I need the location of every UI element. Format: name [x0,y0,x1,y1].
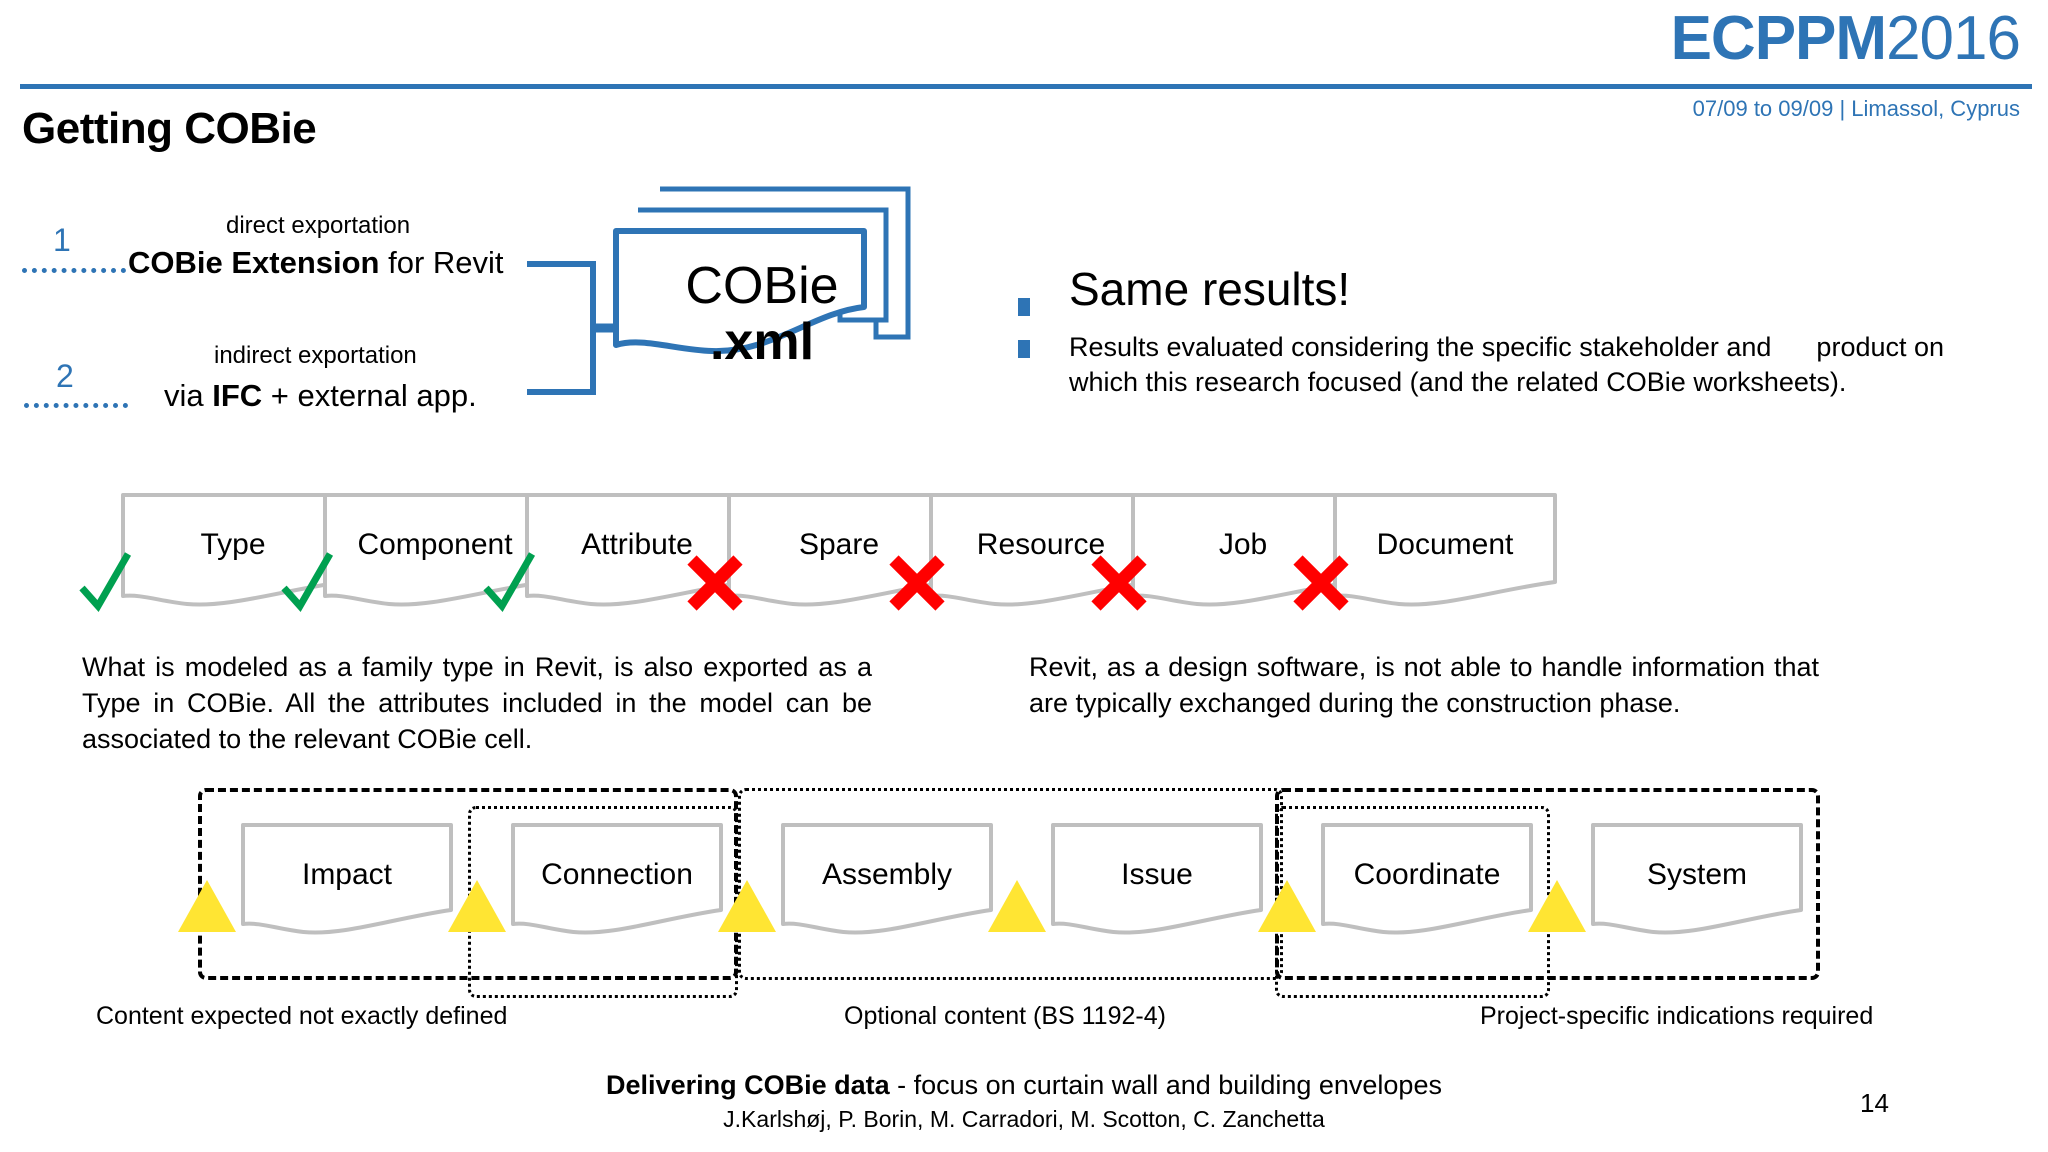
route-1-label: COBie Extension for Revit [128,245,504,281]
worksheet-card: Component [320,490,550,610]
document-shape-icon [1330,490,1560,615]
footer-title-bold: Delivering COBie data [606,1070,890,1100]
partial-card-label: Coordinate [1353,858,1501,891]
worksheet-card: Spare [724,490,954,610]
page-number: 14 [1860,1088,1889,1118]
worksheet-card-label: Resource [976,528,1106,561]
document-shape-icon [778,820,996,943]
bullet-square-1 [1018,298,1030,316]
explanation-left: What is modeled as a family type in Revi… [82,652,872,754]
partial-card-label: Connection [541,858,693,891]
worksheet-card-label: Document [1376,528,1514,561]
same-results-title: Same results! [1069,263,1351,315]
route-1-suffix: for Revit [379,245,504,280]
event-info: 07/09 to 09/09 | Limassol, Cyprus [1692,96,2020,121]
route-2-prefix: via [164,378,213,413]
document-shape-icon [238,820,456,943]
route-2-number: 2 [56,358,74,394]
partial-card: Assembly [778,820,996,938]
partial-card-label: System [1646,858,1748,891]
group-caption-1: Content expected not exactly defined [96,1002,508,1030]
document-shape-icon [1318,820,1536,943]
route-1-bold: COBie Extension [128,245,380,280]
brand-year: 2016 [1886,4,2021,73]
partial-card: Impact [238,820,456,938]
worksheet-card-label: Attribute [581,528,693,561]
document-shape-icon [1048,820,1266,943]
worksheet-card: Job [1128,490,1358,610]
partial-card: Coordinate [1318,820,1536,938]
partial-card: System [1588,820,1806,938]
route-1-dotted-line [22,268,126,273]
route-2-dotted-line [24,403,128,408]
partial-card: Connection [508,820,726,938]
header-rule [20,84,2032,89]
partial-card-label: Impact [301,858,393,891]
brand-name: ECPPM [1670,4,1887,73]
group-caption-3: Project-specific indications required [1480,1002,1874,1030]
route-1-caption: direct exportation [226,212,411,239]
group-caption-2: Optional content (BS 1192-4) [844,1002,1166,1030]
route-2-caption: indirect exportation [214,342,417,369]
route-2-suffix: + external app. [262,378,477,413]
document-shape-icon [508,820,726,943]
route-2-label: via IFC + external app. [164,378,477,414]
route-2-bold: IFC [212,378,263,413]
worksheet-card: Type [118,490,348,610]
worksheet-card-label: Component [357,528,513,561]
cobie-xml-document-stack [612,185,912,380]
same-results-body: Results evaluated considering the specif… [1069,332,1945,398]
worksheet-card-label: Type [200,528,266,561]
worksheet-card: Attribute [522,490,752,610]
partial-card: Issue [1048,820,1266,938]
document-shape-icon [1588,820,1806,943]
page-title: Getting COBie [22,104,317,153]
footer-title-rest: - focus on curtain wall and building env… [889,1070,1442,1100]
partial-card-label: Assembly [821,858,953,891]
footer-title: Delivering COBie data - focus on curtain… [0,1070,2048,1101]
worksheet-card-label: Job [1218,528,1268,561]
footer-authors: J.Karlshøj, P. Borin, M. Carradori, M. S… [723,1106,1325,1132]
partial-card-label: Issue [1121,858,1193,891]
worksheet-card-label: Spare [798,528,880,561]
bullet-square-2 [1018,340,1030,358]
conference-brand: ECPPM2016 [1671,8,2021,70]
explanation-right: Revit, as a design software, is not able… [1029,652,1819,718]
worksheet-card: Resource [926,490,1156,610]
route-1-number: 1 [53,222,71,258]
worksheet-card: Document [1330,490,1560,610]
